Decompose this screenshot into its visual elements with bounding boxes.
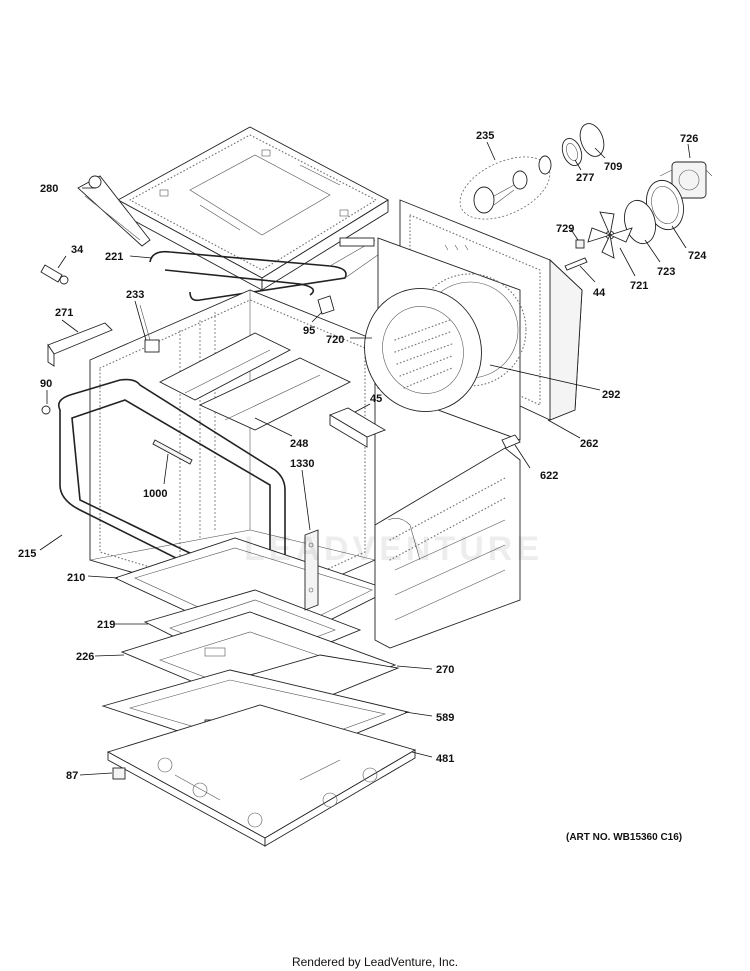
callout-622: 622 <box>540 470 558 482</box>
probe-34 <box>40 264 69 285</box>
callout-1330: 1330 <box>290 458 314 470</box>
callout-726: 726 <box>680 133 698 145</box>
plate-723 <box>623 199 657 245</box>
leader-lines <box>39 141 691 776</box>
callout-1000: 1000 <box>143 488 167 500</box>
callout-292: 292 <box>602 389 620 401</box>
callout-45: 45 <box>370 393 382 405</box>
fan-cover-724 <box>645 179 685 231</box>
trim-strip <box>152 439 193 465</box>
callout-215: 215 <box>18 548 36 560</box>
callout-721: 721 <box>630 280 648 292</box>
callout-270: 270 <box>436 664 454 676</box>
callout-233: 233 <box>126 289 144 301</box>
oven-top-panel <box>117 126 389 291</box>
callout-729: 729 <box>556 223 574 235</box>
duct-45 <box>328 407 387 448</box>
clip-87 <box>112 767 126 780</box>
art-number: (ART NO. WB15360 C16) <box>566 832 683 843</box>
callout-277: 277 <box>576 172 594 184</box>
callout-219: 219 <box>97 619 115 631</box>
shaft-44 <box>564 257 588 271</box>
callout-280: 280 <box>40 183 58 195</box>
fan-blade-721 <box>587 211 633 259</box>
watermark-logo: LEADVENTURE <box>244 530 544 568</box>
callout-709: 709 <box>604 161 622 173</box>
broil-element <box>149 237 386 302</box>
bracket-271 <box>47 322 113 367</box>
side-insulation <box>374 447 521 649</box>
callout-723: 723 <box>657 266 675 278</box>
hinge-1330 <box>304 529 319 611</box>
callout-248: 248 <box>290 438 308 450</box>
gasket-95 <box>317 295 335 315</box>
convection-fan-cover-720 <box>364 288 482 412</box>
callout-262: 262 <box>580 438 598 450</box>
callout-724: 724 <box>688 250 707 262</box>
callout-95: 95 <box>303 325 315 337</box>
callout-87: 87 <box>66 770 78 782</box>
callout-235: 235 <box>476 130 494 142</box>
light-assembly-235 <box>459 155 552 220</box>
motor-726 <box>659 161 713 199</box>
callout-226: 226 <box>76 651 94 663</box>
callout-34: 34 <box>71 244 84 256</box>
footer-credit: Rendered by LeadVenture, Inc. <box>291 955 459 969</box>
nut-729 <box>575 239 585 249</box>
rack-support <box>159 332 352 431</box>
callout-90: 90 <box>40 378 52 390</box>
lower-panel-481 <box>106 704 417 847</box>
callout-720: 720 <box>326 334 344 346</box>
callout-589: 589 <box>436 712 454 724</box>
sensor-233 <box>139 304 160 353</box>
gasket-277 <box>561 138 583 166</box>
plug-90 <box>41 405 51 415</box>
bracket-280 <box>77 175 151 247</box>
callout-labels: 235 726 709 277 280 729 34 221 724 723 4… <box>18 130 707 782</box>
callout-221: 221 <box>105 251 123 263</box>
callout-210: 210 <box>67 572 85 584</box>
cover-709 <box>579 123 605 157</box>
callout-481: 481 <box>436 753 454 765</box>
callout-44: 44 <box>593 287 606 299</box>
bracket-622 <box>501 434 521 449</box>
callout-271: 271 <box>55 307 73 319</box>
